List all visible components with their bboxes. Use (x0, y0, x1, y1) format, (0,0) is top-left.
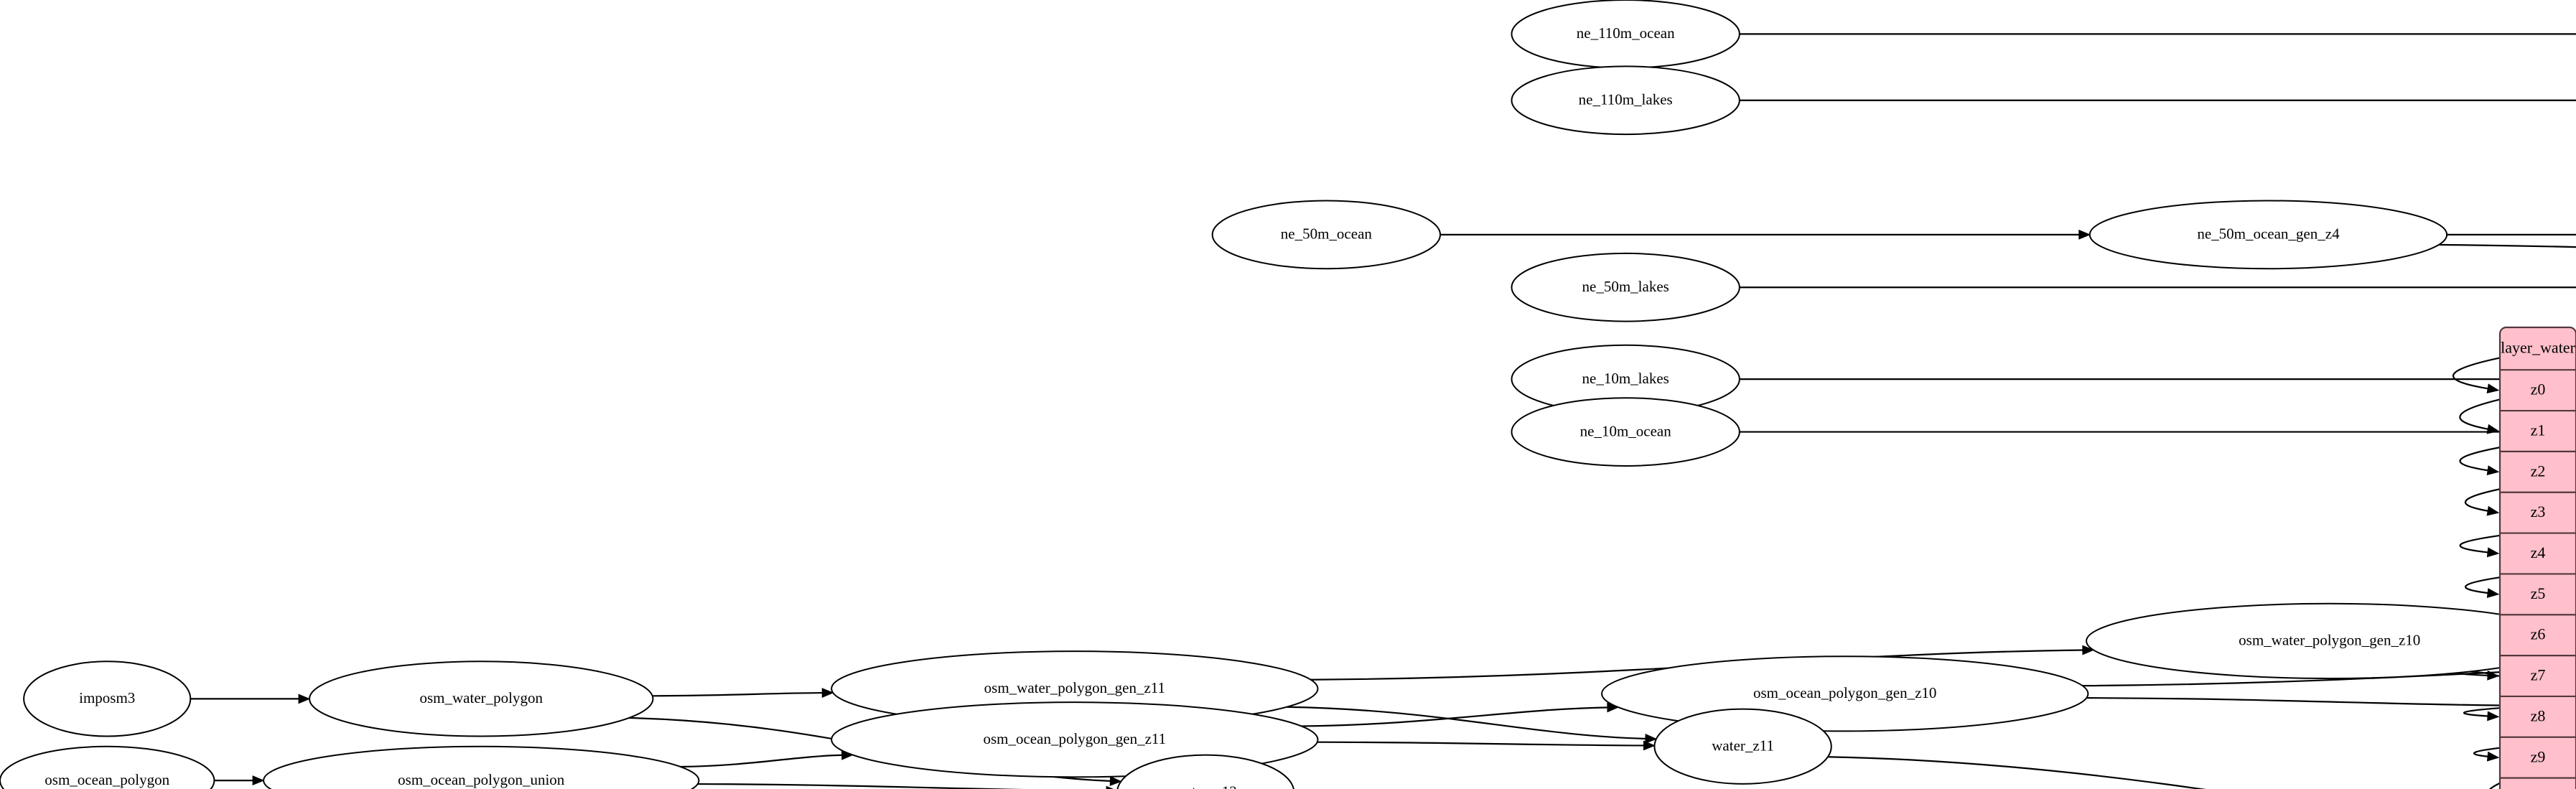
node-label-ne_10m_ocean: ne_10m_ocean (1580, 422, 1672, 439)
node-label-osm_ocean_polygon_gen_z10: osm_ocean_polygon_gen_z10 (1753, 684, 1936, 701)
edge-arrowhead (1106, 785, 1114, 789)
node-label-water_z12: water_z12 (1174, 783, 1236, 789)
edge-osm_ocean_polygon_gen_z10-to-osm_ocean_polygon_gen_z9 (2082, 667, 2576, 687)
node-water_z12[interactable] (1116, 754, 1294, 789)
record-row-z4[interactable]: z4 (2531, 543, 2546, 561)
edge-arrowhead (2486, 751, 2500, 762)
node-label-osm_ocean_polygon: osm_ocean_polygon (45, 771, 169, 788)
node-water_z11[interactable] (1653, 708, 1832, 785)
node-label-water_z11: water_z11 (1712, 737, 1774, 755)
node-osm_ocean_polygon[interactable] (0, 745, 215, 789)
edge-osm_ocean_polygon_union-to-osm_ocean_polygon_gen_z11 (680, 754, 844, 768)
layer-water-title: layer_water (2501, 339, 2575, 357)
node-label-ne_50m_lakes: ne_50m_lakes (1582, 278, 1669, 295)
node-label-osm_ocean_polygon_gen_z11: osm_ocean_polygon_gen_z11 (983, 730, 1166, 747)
node-label-osm_water_polygon: osm_water_polygon (420, 689, 543, 706)
edge-arrowhead (821, 688, 834, 699)
layer-water-record[interactable] (2498, 326, 2576, 789)
edge-osm_ocean_polygon_gen_z10-to-water_z10 (2086, 697, 2537, 707)
record-row-z9[interactable]: z9 (2531, 747, 2546, 765)
edge-osm_water_polygon-to-osm_water_polygon_gen_z11 (652, 691, 824, 697)
node-ne_50m_ocean_gen_z4[interactable] (2089, 200, 2448, 270)
node-ne_50m_lakes[interactable] (1511, 252, 1740, 322)
node-ne_50m_ocean[interactable] (1211, 200, 1442, 270)
node-osm_water_polygon[interactable] (309, 660, 654, 737)
record-row-z1[interactable]: z1 (2531, 421, 2546, 439)
edge-osm_ocean_polygon_gen_z11-to-water_z11 (1317, 741, 1646, 747)
node-label-ne_10m_lakes: ne_10m_lakes (1582, 370, 1669, 387)
node-label-ne_50m_ocean: ne_50m_ocean (1281, 225, 1373, 243)
edge-arrowhead (1645, 733, 1658, 744)
node-ne_110m_lakes[interactable] (1511, 65, 1740, 136)
edge-water_z11-to-layer_water-z11 (1827, 756, 2206, 789)
edge-arrowhead (252, 775, 265, 786)
edge-arrowhead (2486, 588, 2500, 598)
node-label-ne_50m_ocean_gen_z4: ne_50m_ocean_gen_z4 (2197, 225, 2340, 243)
edge-arrowhead (2486, 383, 2500, 394)
record-row-z2[interactable]: z2 (2531, 462, 2546, 480)
edge-osm_ocean_polygon_gen_z11-to-osm_ocean_polygon_gen_z10 (1301, 706, 1609, 727)
node-label-osm_water_polygon_gen_z10: osm_water_polygon_gen_z10 (2239, 632, 2420, 649)
edge-arrowhead (1643, 740, 1656, 751)
edge-arrowhead (298, 694, 311, 704)
edge-arrowhead (2082, 645, 2095, 655)
edge-arrowhead (2487, 711, 2500, 722)
node-label-osm_water_polygon_gen_z11: osm_water_polygon_gen_z11 (984, 679, 1165, 696)
node-label-ne_110m_lakes: ne_110m_lakes (1579, 91, 1673, 108)
node-imposm3[interactable] (23, 660, 192, 737)
node-label-imposm3: imposm3 (79, 689, 135, 706)
record-row-z5[interactable]: z5 (2531, 584, 2546, 602)
node-label-osm_ocean_polygon_union: osm_ocean_polygon_union (398, 771, 565, 788)
record-row-z8[interactable]: z8 (2531, 706, 2546, 724)
node-osm_ocean_polygon_union[interactable] (263, 745, 700, 789)
record-row-z3[interactable]: z3 (2531, 503, 2546, 520)
edge-arrowhead (2078, 229, 2091, 240)
record-row-z0[interactable]: z0 (2531, 381, 2546, 398)
record-row-z6[interactable]: z6 (2531, 625, 2546, 643)
edge-arrowhead (2486, 547, 2500, 558)
record-node-layer: layer_waterz0z1z2z3z4z5z6z7z8z9z10z11z12… (2498, 326, 2576, 789)
edge-arrowhead (1109, 775, 1122, 786)
edge-arrowhead (2486, 465, 2500, 475)
node-label-ne_110m_ocean: ne_110m_ocean (1577, 24, 1675, 42)
edge-osm_ocean_polygon_union-to-water_z12 (697, 783, 1023, 789)
node-ne_10m_ocean[interactable] (1511, 397, 1740, 467)
record-row-z7[interactable]: z7 (2531, 666, 2546, 684)
edge-arrowhead (2486, 505, 2500, 516)
edge-osm_water_polygon_gen_z11-to-water_z11 (1287, 706, 1647, 740)
